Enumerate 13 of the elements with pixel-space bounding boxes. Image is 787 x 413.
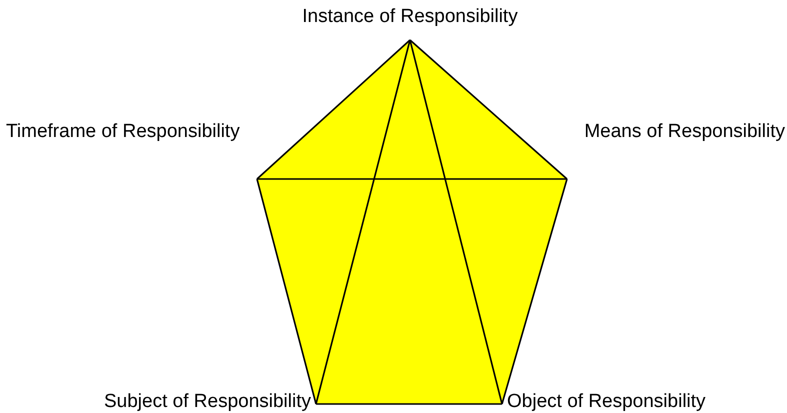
line	[256, 178, 317, 404]
vertex-label: Means of Responsibility	[550, 121, 785, 179]
line	[256, 39, 411, 180]
vertex-label: Object of Responsibility	[502, 390, 785, 413]
vertex-label: Subject of Responsibility	[6, 390, 316, 413]
line	[257, 178, 567, 180]
vertex-label: Instance of Responsibility	[260, 6, 560, 40]
line	[501, 178, 568, 404]
line	[409, 39, 568, 180]
line	[409, 40, 503, 404]
vertex-label: Timeframe of Responsibility	[6, 121, 291, 179]
line	[315, 40, 411, 404]
line	[316, 403, 502, 405]
